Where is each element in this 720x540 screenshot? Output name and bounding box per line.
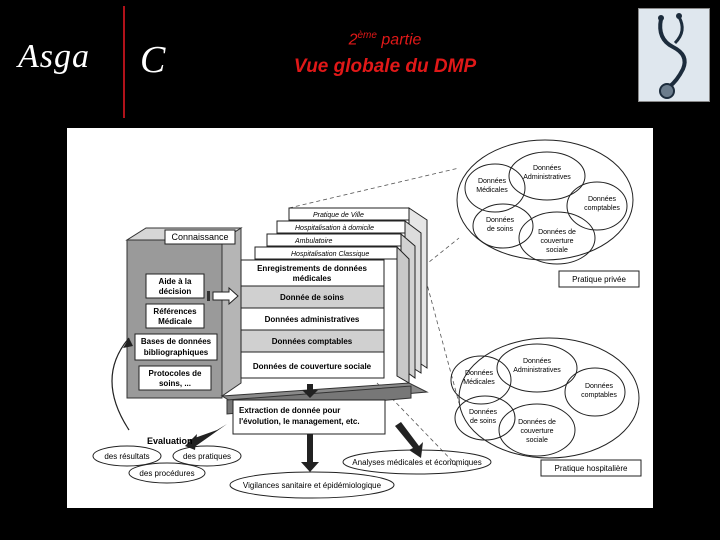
eval-procedures-ellipse (128, 462, 206, 484)
dmp-diagram: Pratique de Ville Hospitalisation à domi… (67, 128, 653, 508)
vigilances-ellipse (229, 471, 395, 499)
vb-admin-2: Administratives (513, 367, 561, 374)
brand-name: Asga (18, 38, 90, 75)
vt-compta-2: comptables (584, 205, 620, 212)
stethoscope-icon (639, 9, 709, 101)
layer-compta: Données comptables (272, 337, 353, 346)
vt-soins-1: Données (486, 217, 515, 224)
care-mode-4: Hospitalisation Classique (291, 251, 369, 258)
proto-line-1: Protocoles de (149, 369, 202, 378)
eval-procedures: des procédures (139, 469, 194, 478)
analyses-ellipse (342, 449, 492, 475)
layer-couverture: Données de couverture sociale (253, 362, 372, 371)
vb-soins-2: de soins (470, 418, 497, 425)
care-mode-3: Ambulatoire (294, 238, 332, 245)
evaluation-title: Evaluation (147, 436, 193, 446)
aide-line-2: décision (159, 287, 192, 296)
brand-logo: Asga (18, 38, 90, 76)
ref-line-2: Médicale (158, 317, 192, 326)
extraction-line-1: Extraction de donnée pour (239, 406, 340, 415)
pratique-privee-label: Pratique privée (572, 275, 626, 284)
ref-line-1: Références (153, 307, 197, 316)
layer-admin: Données administratives (265, 315, 360, 324)
output-arrows (185, 384, 423, 472)
connaissance-label: Connaissance (171, 232, 228, 242)
vb-couv-2: couverture (520, 428, 553, 435)
aide-line-1: Aide à la (159, 277, 192, 286)
venn-bottom (450, 337, 640, 459)
analyses-label: Analyses médicales et économiques (352, 458, 481, 467)
protocoles-box (138, 365, 212, 391)
bases-line-1: Bases de données (141, 337, 212, 346)
projection-lines (288, 167, 460, 469)
vb-admin-1: Données (523, 358, 552, 365)
care-mode-2: Hospitalisation à domicile (295, 225, 374, 232)
aide-box (145, 273, 205, 299)
vt-med-1: Données (478, 178, 507, 185)
stethoscope-image (638, 8, 710, 102)
eval-resultats-ellipse (92, 445, 162, 467)
extraction-line-2: l'évolution, le management, etc. (239, 417, 360, 426)
layer-enreg-1: Enregistrements de données (257, 264, 367, 273)
vb-compta-2: comptables (581, 392, 617, 399)
pratique-privee-box (558, 270, 640, 288)
data-layers (240, 259, 385, 379)
vt-admin-1: Données (533, 165, 562, 172)
feedback-arrow-head (123, 338, 133, 348)
vt-soins-2: de soins (487, 226, 514, 233)
part-suffix: ème (357, 30, 377, 41)
vt-med-2: Médicales (476, 187, 508, 194)
vb-compta-1: Données (585, 383, 614, 390)
care-mode-panels (254, 207, 428, 384)
layer-enreg-2: médicales (293, 274, 332, 283)
bases-box (134, 333, 218, 361)
feedback-arrow (111, 337, 130, 431)
brand-mark: C (140, 39, 166, 81)
proto-line-2: soins, ... (159, 379, 191, 388)
vb-couv-1: Données de (518, 419, 556, 426)
slide-title: Vue globale du DMP (293, 56, 477, 77)
vt-couv-3: sociale (546, 247, 568, 254)
part-number: 2 (348, 31, 358, 49)
connaissance-box (164, 229, 236, 245)
part-label: 2ème partie (300, 30, 470, 49)
arrow-right-icon (212, 286, 239, 306)
vigilances-label: Vigilances sanitaire et épidémiologique (243, 481, 382, 490)
eval-resultats: des résultats (104, 452, 149, 461)
logo-divider (123, 6, 125, 118)
vb-couv-3: sociale (526, 437, 548, 444)
vt-couv-2: couverture (540, 238, 573, 245)
vt-admin-2: Administratives (523, 174, 571, 181)
bar-marker (207, 291, 210, 301)
references-box (145, 303, 205, 329)
eval-pratiques-ellipse (172, 445, 242, 467)
vb-med-1: Données (465, 370, 494, 377)
pratique-hospitaliere-box (540, 459, 642, 477)
eval-pratiques: des pratiques (183, 452, 231, 461)
layer-soins: Donnée de soins (280, 293, 345, 302)
part-word: partie (381, 31, 422, 49)
pratique-hospitaliere-label: Pratique hospitalière (555, 464, 628, 473)
vt-couv-1: Données de (538, 229, 576, 236)
care-mode-1: Pratique de Ville (313, 212, 364, 219)
bases-line-2: bibliographiques (144, 348, 209, 357)
vb-med-2: Médicales (463, 379, 495, 386)
vt-compta-1: Données (588, 196, 617, 203)
vb-soins-1: Données (469, 409, 498, 416)
venn-top (456, 139, 634, 265)
block-side (221, 227, 242, 397)
